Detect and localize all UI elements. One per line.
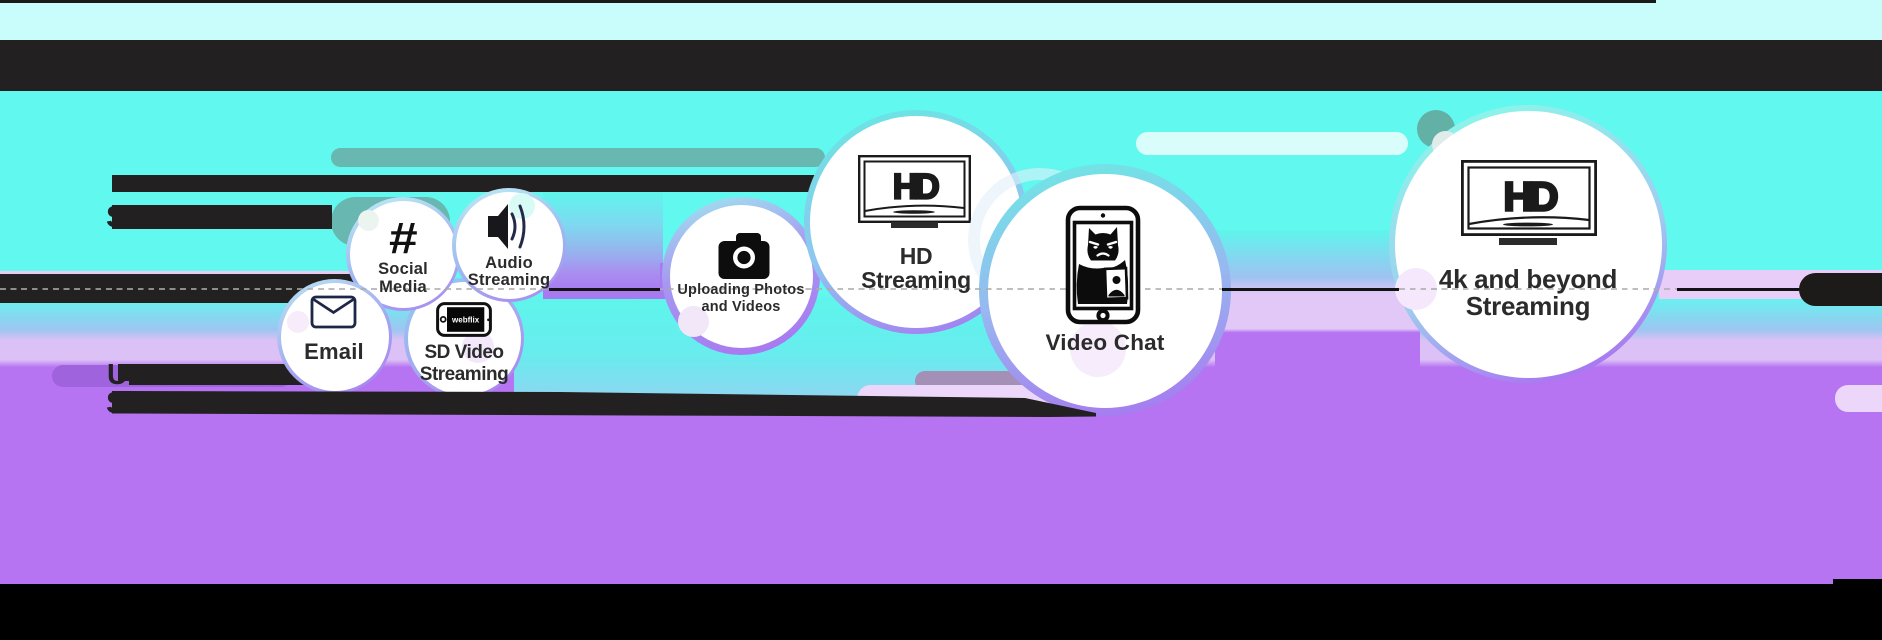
svg-text:HD: HD <box>1503 174 1557 220</box>
svg-text:webflix: webflix <box>451 316 480 325</box>
svg-text:HD: HD <box>893 168 939 207</box>
